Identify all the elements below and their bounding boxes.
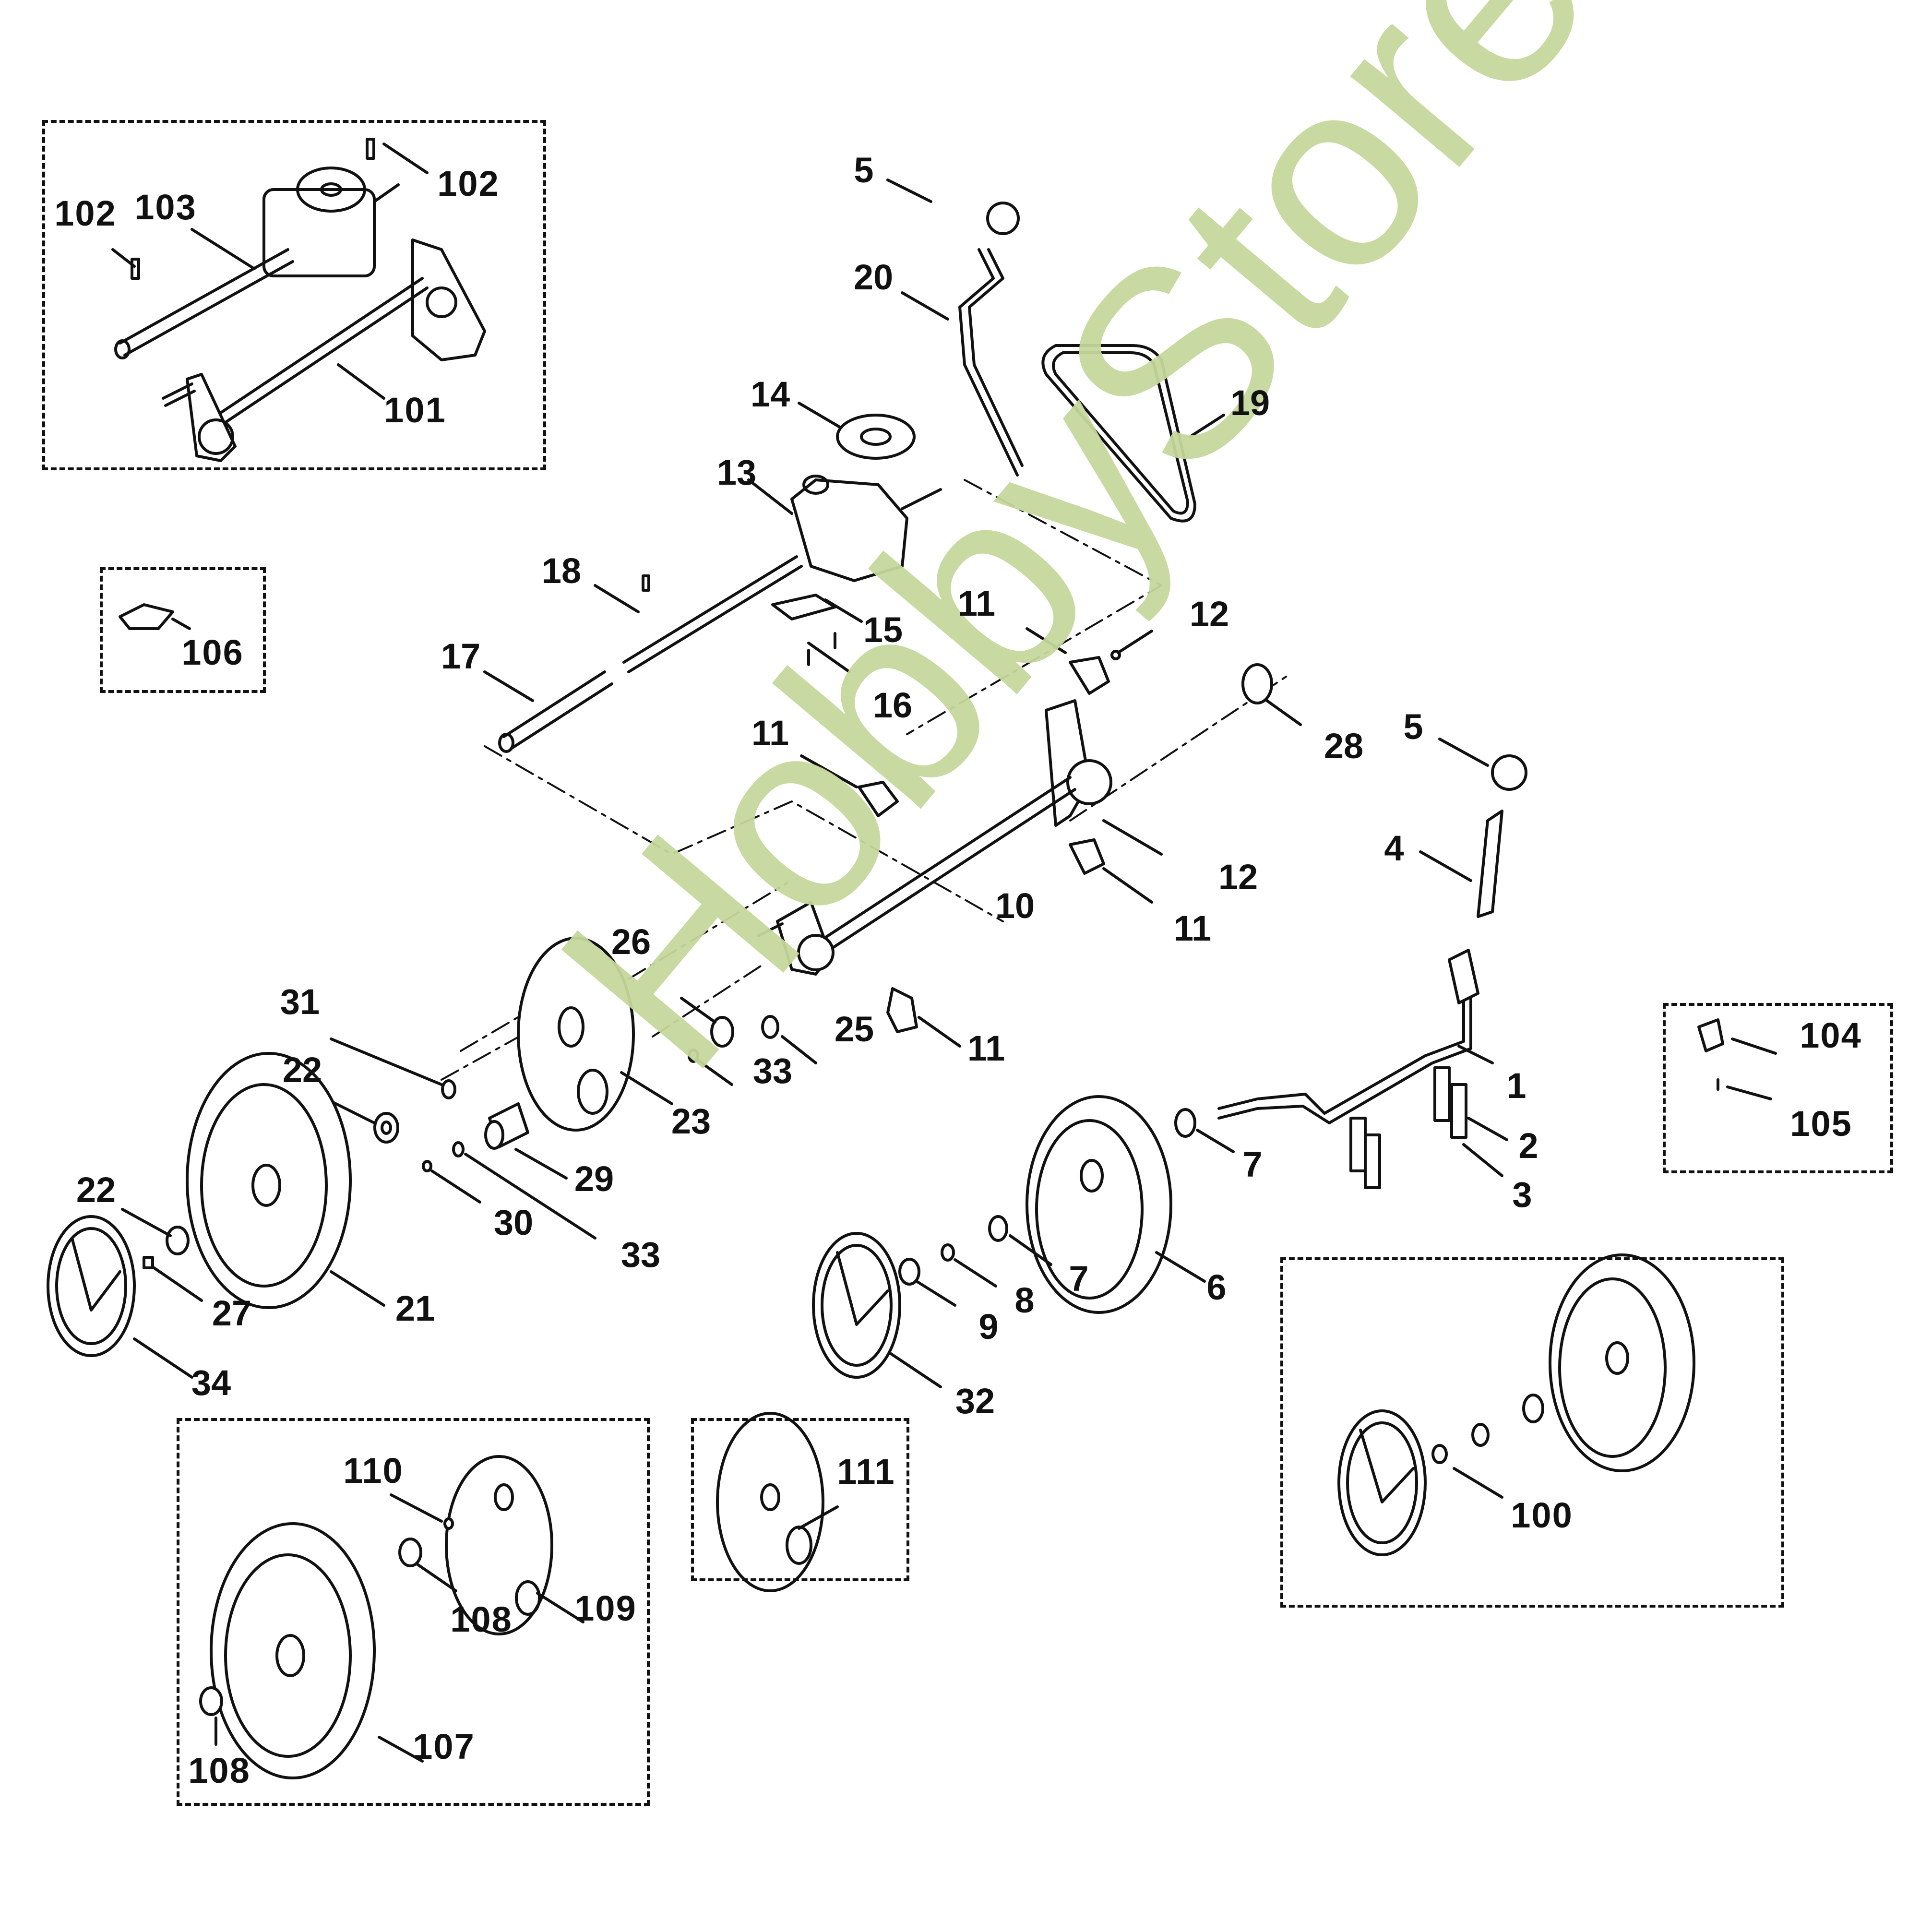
part-label[interactable]: 16 [872, 685, 913, 725]
part-label[interactable]: 19 [1230, 383, 1270, 423]
part-label[interactable]: 107 [413, 1727, 475, 1766]
part-label[interactable]: 33 [752, 1051, 793, 1091]
part-label[interactable]: 110 [343, 1451, 404, 1491]
part-label[interactable]: 105 [1790, 1104, 1852, 1144]
part-label[interactable]: 21 [395, 1288, 435, 1328]
part-label[interactable]: 3 [1512, 1175, 1532, 1215]
part-label[interactable]: 101 [384, 390, 446, 430]
part-label[interactable]: 12 [1218, 857, 1258, 897]
part-label[interactable]: 103 [134, 187, 197, 227]
part-label[interactable]: 32 [955, 1381, 995, 1421]
part-label[interactable]: 13 [716, 453, 757, 492]
group-box-pin [1663, 1003, 1893, 1173]
group-box-hubcap [691, 1418, 909, 1581]
part-label[interactable]: 4 [1384, 828, 1404, 868]
group-box-clip [100, 567, 266, 693]
part-label[interactable]: 11 [967, 1028, 1005, 1068]
part-label[interactable]: 17 [441, 636, 481, 676]
part-label[interactable]: 15 [863, 610, 903, 650]
part-label[interactable]: 7 [1069, 1259, 1089, 1299]
part-label[interactable]: 25 [834, 1009, 874, 1049]
part-label[interactable]: 9 [978, 1307, 999, 1347]
part-label[interactable]: 102 [54, 193, 117, 233]
part-label[interactable]: 6 [1206, 1267, 1227, 1307]
part-label[interactable]: 22 [282, 1050, 322, 1090]
part-label[interactable]: 14 [750, 374, 790, 414]
part-label[interactable]: 18 [541, 551, 582, 591]
part-label[interactable]: 33 [620, 1235, 661, 1275]
part-label[interactable]: 12 [1189, 594, 1229, 634]
part-label[interactable]: 22 [76, 1170, 116, 1210]
part-label[interactable]: 102 [437, 164, 500, 203]
part-label[interactable]: 26 [611, 922, 651, 962]
part-label[interactable]: 20 [853, 257, 894, 297]
part-label[interactable]: 100 [1511, 1495, 1573, 1535]
transmission-kit-illustration [114, 138, 486, 462]
part-label[interactable]: 2 [1518, 1126, 1538, 1166]
part-label[interactable]: 29 [574, 1159, 614, 1199]
part-label[interactable]: 10 [995, 886, 1035, 926]
part-label[interactable]: 5 [854, 150, 874, 190]
part-label[interactable]: 28 [1324, 726, 1364, 766]
part-label[interactable]: 31 [280, 982, 320, 1022]
group-box-rear-wheel-kit [177, 1418, 650, 1806]
part-label[interactable]: 5 [1403, 707, 1423, 747]
part-label[interactable]: 8 [1014, 1280, 1035, 1320]
part-label[interactable]: 108 [188, 1751, 250, 1790]
part-label[interactable]: 106 [181, 632, 244, 672]
part-label[interactable]: 34 [191, 1363, 231, 1403]
part-label[interactable]: 104 [1800, 1015, 1862, 1055]
part-label[interactable]: 108 [450, 1599, 513, 1639]
part-label[interactable]: 111 [837, 1452, 895, 1491]
part-label[interactable]: 11 [751, 713, 789, 753]
group-box-transmission-kit [42, 120, 546, 470]
part-label[interactable]: 1 [1506, 1066, 1527, 1106]
part-label[interactable]: 30 [493, 1203, 534, 1242]
part-label[interactable]: 7 [1242, 1145, 1263, 1184]
part-label[interactable]: 109 [574, 1588, 637, 1628]
group-box-front-wheel-kit [1280, 1257, 1784, 1608]
part-label[interactable]: 11 [1173, 908, 1212, 948]
part-label[interactable]: 27 [212, 1293, 252, 1333]
part-label[interactable]: 23 [671, 1101, 711, 1141]
part-label[interactable]: 11 [957, 584, 996, 623]
